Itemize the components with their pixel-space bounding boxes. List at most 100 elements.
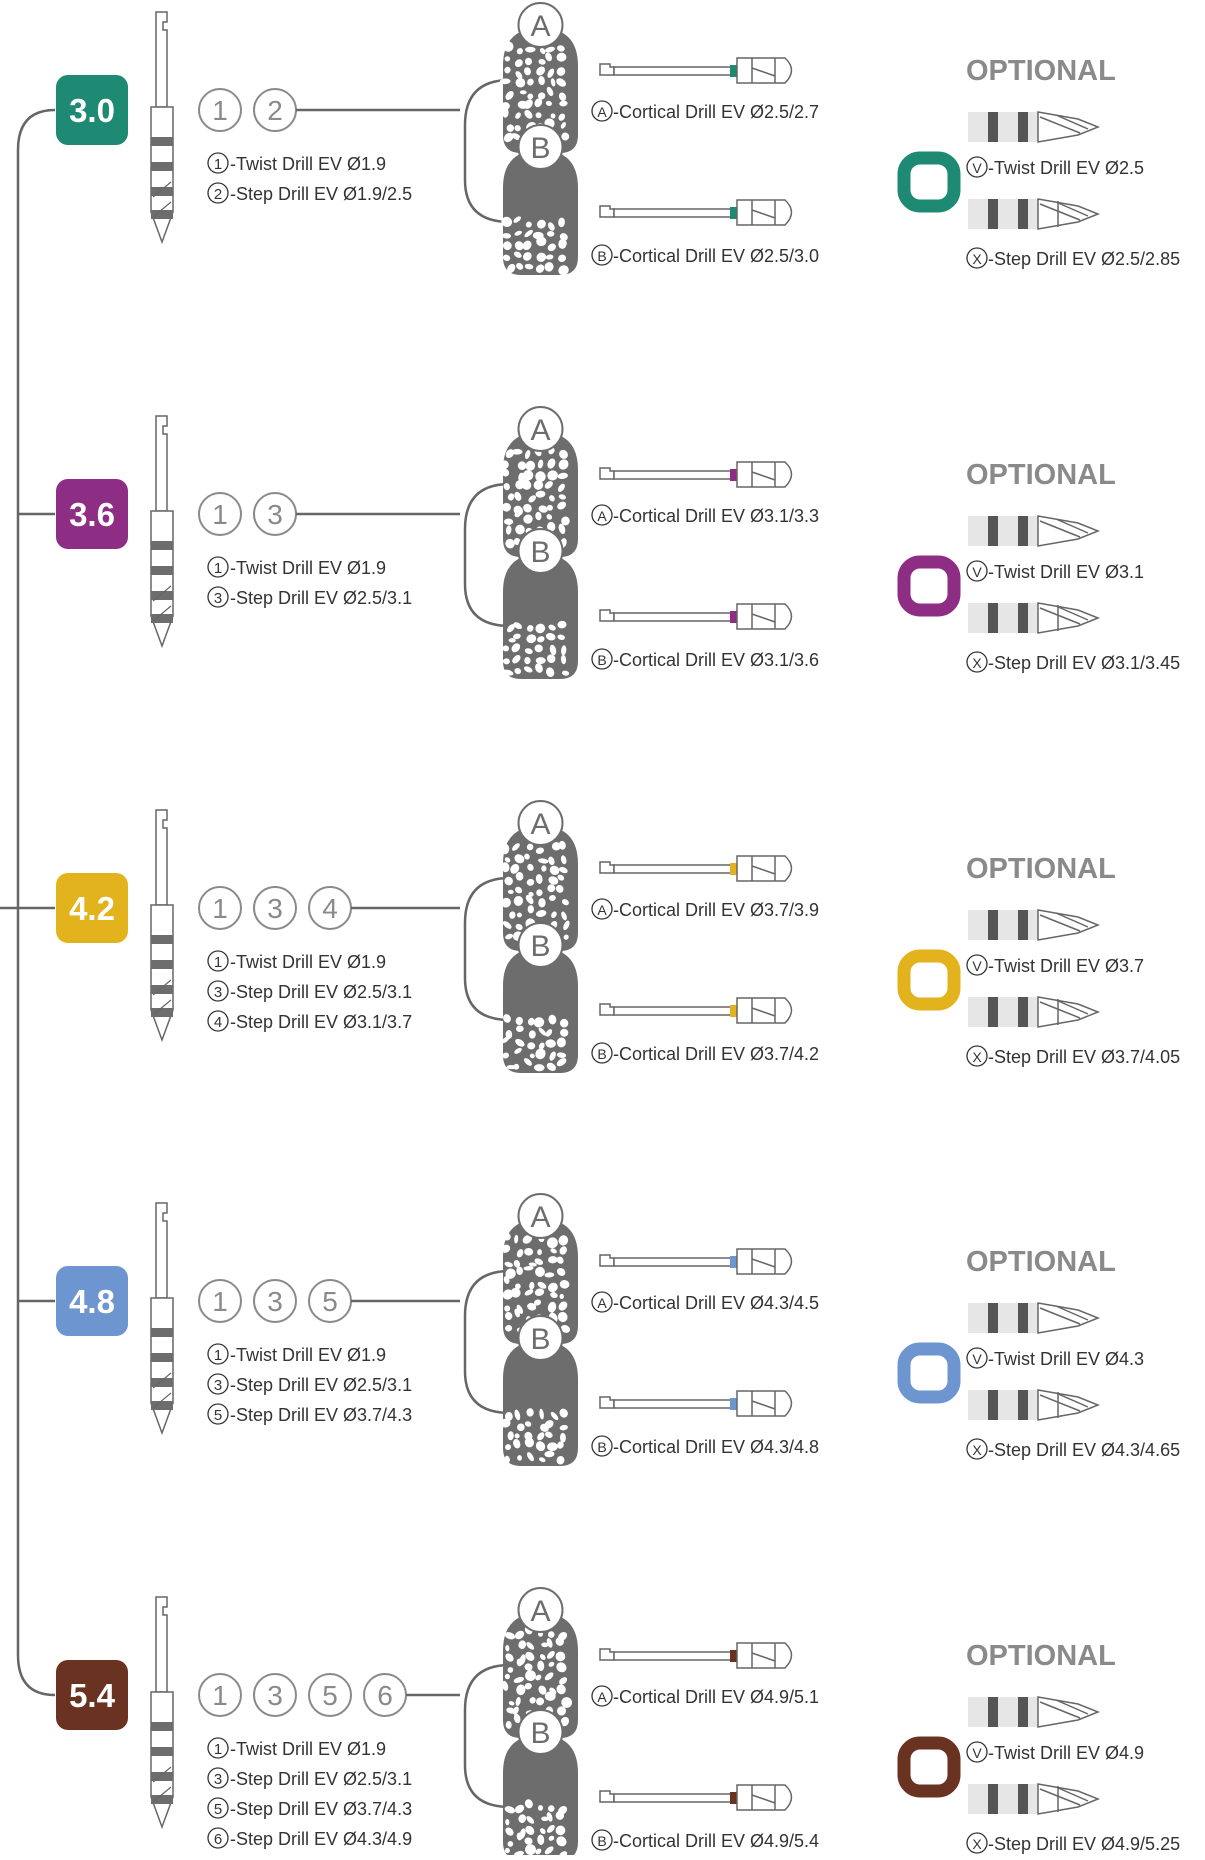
- bone-block-B: B: [502, 528, 578, 679]
- drill-shank-end: [599, 1396, 615, 1409]
- bone-cell: [549, 495, 555, 502]
- cortical-letter: A: [597, 1689, 607, 1705]
- bone-cell: [545, 254, 554, 260]
- step-circle: [308, 1673, 352, 1717]
- bone-cell: [561, 911, 567, 921]
- drill-list-text: -Step Drill EV Ø3.7/4.3: [230, 1405, 412, 1425]
- drill-shank: [155, 11, 168, 108]
- bone-cell: [514, 667, 522, 675]
- bone-cell: [523, 1058, 532, 1066]
- bone-cell: [525, 1825, 535, 1835]
- branch-line: [463, 876, 511, 1022]
- bone-cell: [505, 1411, 513, 1422]
- step-number: 1: [212, 95, 228, 126]
- bone-cell: [524, 1247, 534, 1256]
- bone-cell: [547, 1301, 557, 1313]
- bone-cell: [557, 483, 565, 492]
- bone-cell: [514, 512, 521, 518]
- drill-band: [988, 603, 998, 633]
- drill-band: [1018, 112, 1028, 142]
- bone-cell: [514, 1630, 525, 1640]
- size-badge: [56, 1266, 128, 1336]
- optional-step-drill-icon: [968, 198, 1101, 230]
- bone-block-B: B: [501, 922, 578, 1073]
- bone-cell: [502, 241, 512, 251]
- drill-tip-flute: [1039, 114, 1089, 134]
- cortical-label: -Cortical Drill EV Ø2.5/3.0: [613, 246, 819, 266]
- cortical-letter-circle: [591, 504, 613, 526]
- bone-cell: [537, 459, 544, 469]
- bone-cell: [546, 514, 553, 520]
- bone-cell: [560, 855, 567, 865]
- drill-shank-end: [599, 467, 615, 480]
- bone-cell: [503, 1014, 511, 1023]
- bone-block-B: B: [501, 124, 578, 276]
- bone-cell: [513, 537, 521, 546]
- bone-cell: [529, 1281, 535, 1290]
- bone-cell: [527, 93, 534, 100]
- optional-letter: V: [972, 958, 982, 974]
- bone-cell: [507, 624, 515, 633]
- bone-cell: [559, 1246, 567, 1255]
- cortical-label: -Cortical Drill EV Ø3.1/3.3: [613, 506, 819, 526]
- optional-letter: V: [972, 564, 982, 580]
- bone-cell: [522, 1234, 533, 1244]
- drill-head-flute: [751, 604, 776, 629]
- drill-depth-band: [151, 1353, 173, 1362]
- optional-label: -Step Drill EV Ø4.3/4.65: [988, 1440, 1180, 1460]
- bone-cell: [538, 76, 545, 86]
- bone-cell: [499, 1418, 511, 1428]
- cortical-drill-icon: [599, 1784, 793, 1811]
- bone-cell: [535, 1441, 546, 1452]
- bone-cell: [526, 634, 537, 644]
- bone-cell: [561, 670, 570, 676]
- optional-letter-circle: [966, 560, 988, 582]
- bone-cell: [561, 516, 570, 526]
- bone-cell: [544, 1431, 553, 1438]
- bone-cell: [544, 481, 553, 489]
- optional-letter-circle: [966, 1832, 988, 1854]
- drill-list-number: 1: [214, 560, 222, 577]
- bone-cell: [547, 1631, 555, 1638]
- bone-letter-circle: [517, 2, 564, 48]
- bone-cell: [558, 494, 566, 500]
- bone-letter-label: B: [530, 1323, 550, 1356]
- bone-cell: [563, 920, 570, 931]
- bone-cell: [505, 1325, 513, 1332]
- bone-cell: [504, 857, 511, 863]
- bone-cell: [504, 876, 513, 886]
- drill-list-number: 1: [214, 954, 222, 971]
- cortical-letter: A: [597, 104, 607, 120]
- bone-cell: [525, 221, 532, 228]
- bone-cell: [529, 1053, 535, 1059]
- bone-letter-circle: [517, 1315, 564, 1361]
- drill-body: [150, 1297, 174, 1436]
- bone-cell: [514, 230, 522, 236]
- bone-cell: [503, 41, 514, 52]
- bone-cell: [560, 122, 566, 129]
- bone-cell: [528, 1030, 536, 1039]
- optional-heading: OPTIONAL: [966, 853, 1116, 885]
- drill-band: [988, 1390, 998, 1420]
- drill-list-number: 1: [214, 1741, 222, 1758]
- cortical-label: -Cortical Drill EV Ø2.5/2.7: [613, 102, 819, 122]
- branch-line: [463, 1269, 511, 1415]
- bone-cell: [561, 132, 570, 141]
- bone-cell: [523, 252, 532, 261]
- bone-cell: [529, 1697, 536, 1704]
- bone-cell: [501, 1244, 511, 1253]
- trunk-line: [16, 108, 56, 1697]
- bone-cell: [534, 1299, 542, 1306]
- bone-cell: [524, 1437, 534, 1448]
- drill-shank-end: [599, 861, 615, 874]
- bone-cell: [505, 1653, 514, 1662]
- bone-cell: [511, 448, 523, 455]
- bone-cell: [513, 1676, 525, 1684]
- bone-cell: [558, 265, 569, 276]
- bone-cell: [537, 92, 546, 100]
- bone-cell: [505, 538, 515, 549]
- bone-cell: [550, 1411, 559, 1421]
- bone-cell: [514, 854, 525, 864]
- drill-tip-flute: [1039, 1699, 1089, 1719]
